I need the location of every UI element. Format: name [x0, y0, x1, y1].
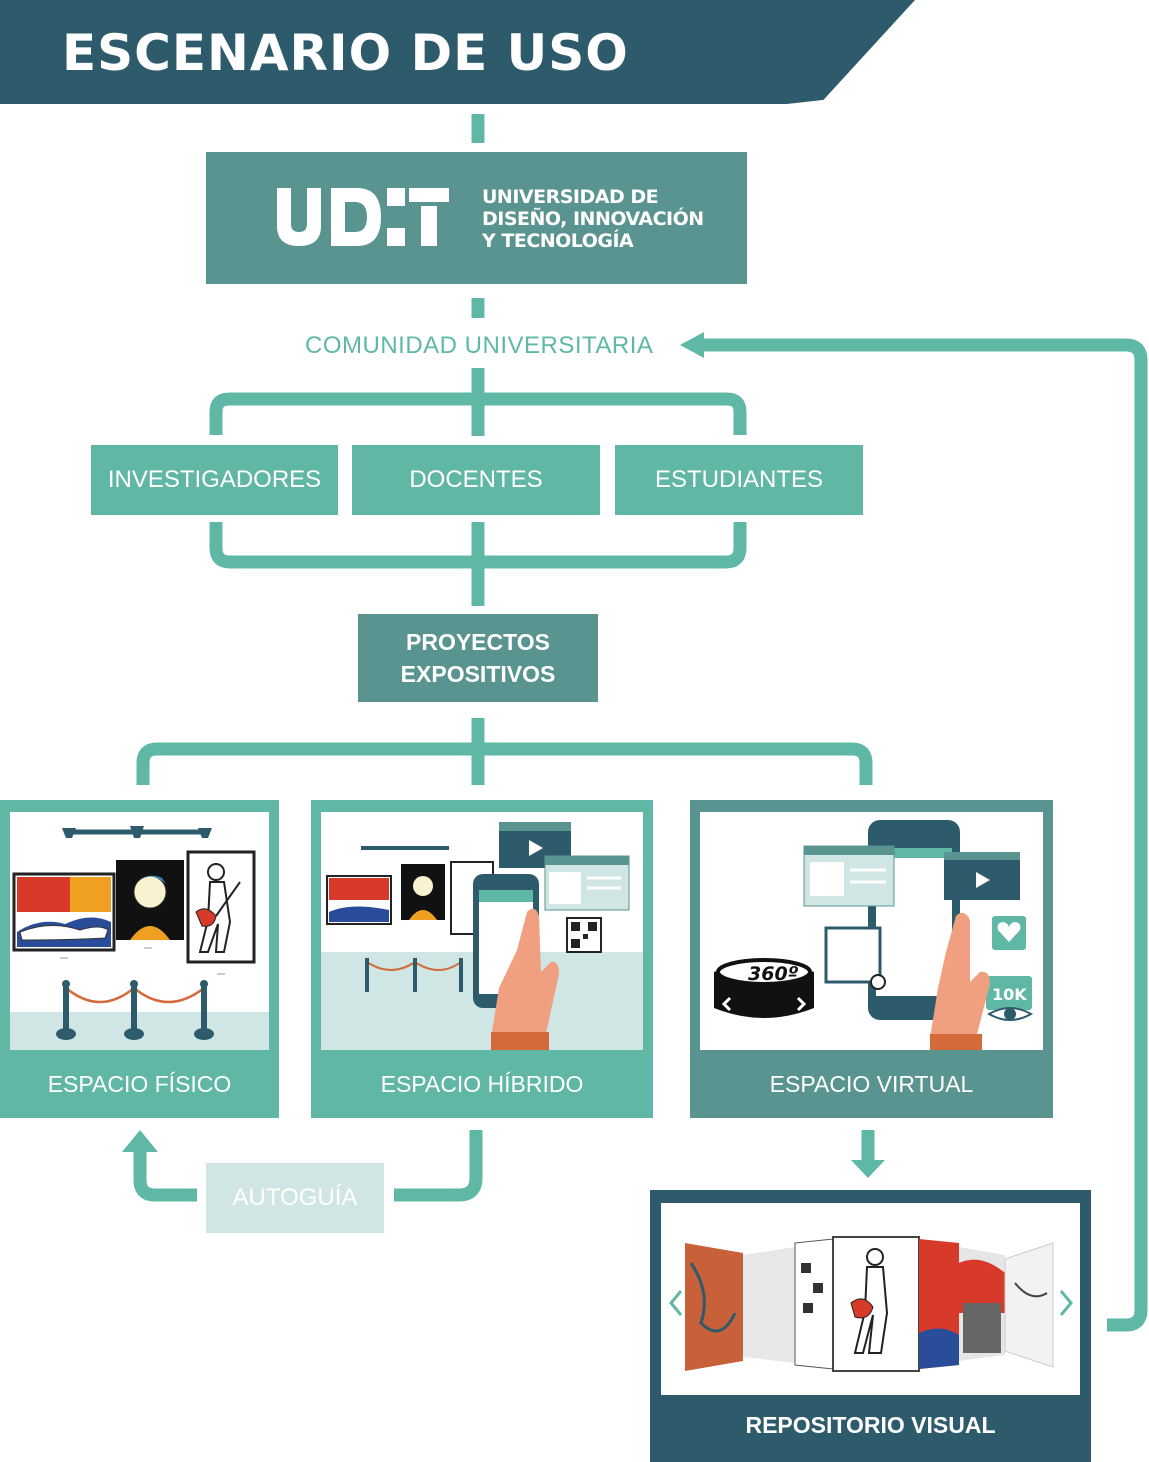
hybrid-space-illustration [321, 812, 643, 1050]
virtual-space-label: ESPACIO VIRTUAL [769, 1071, 974, 1097]
arrow-down-icon [851, 1160, 885, 1178]
university-name-line: UNIVERSIDAD DE [482, 186, 659, 208]
university-name-line: Y TECNOLOGÍA [482, 230, 634, 252]
udit-logo [277, 188, 449, 246]
projects-line: EXPOSITIVOS [400, 661, 556, 687]
physical-space-panel: ESPACIO FÍSICO [0, 800, 279, 1118]
projects-box: PROYECTOS EXPOSITIVOS [358, 614, 598, 702]
university-box [206, 152, 747, 284]
projects-line: PROYECTOS [406, 629, 550, 655]
title-banner [0, 0, 915, 104]
university-name-line: DISEÑO, INNOVACIÓN [482, 208, 704, 230]
community-label: COMUNIDAD UNIVERSITARIA [305, 332, 654, 359]
chevron-right-icon[interactable] [1059, 1290, 1073, 1316]
autoguide-box: AUTOGUÍA [206, 1163, 384, 1233]
hybrid-space-label: ESPACIO HÍBRIDO [380, 1071, 584, 1097]
university-name: UNIVERSIDAD DE DISEÑO, INNOVACIÓN Y TECN… [482, 186, 704, 252]
hybrid-space-panel: ESPACIO HÍBRIDO [311, 800, 653, 1118]
badge-10k: 10K [992, 985, 1027, 1004]
badge-360: 360º [748, 963, 799, 985]
arrow-up-icon [122, 1130, 158, 1152]
role-researchers: INVESTIGADORES [91, 445, 338, 515]
chevron-left-icon[interactable] [669, 1290, 683, 1316]
repository-gallery [661, 1203, 1080, 1395]
arrow-left-icon [680, 332, 704, 358]
virtual-space-panel: 360º 10K ESPACIO VIRTUAL [690, 800, 1053, 1118]
virtual-space-illustration: 360º 10K [700, 812, 1043, 1050]
repository-label: REPOSITORIO VISUAL [745, 1412, 996, 1438]
page-title: ESCENARIO DE USO [62, 24, 629, 82]
role-students: ESTUDIANTES [615, 445, 863, 515]
repository-panel: REPOSITORIO VISUAL [650, 1190, 1091, 1462]
role-teachers: DOCENTES [352, 445, 600, 515]
physical-space-illustration [10, 812, 269, 1050]
physical-space-label: ESPACIO FÍSICO [47, 1071, 232, 1097]
